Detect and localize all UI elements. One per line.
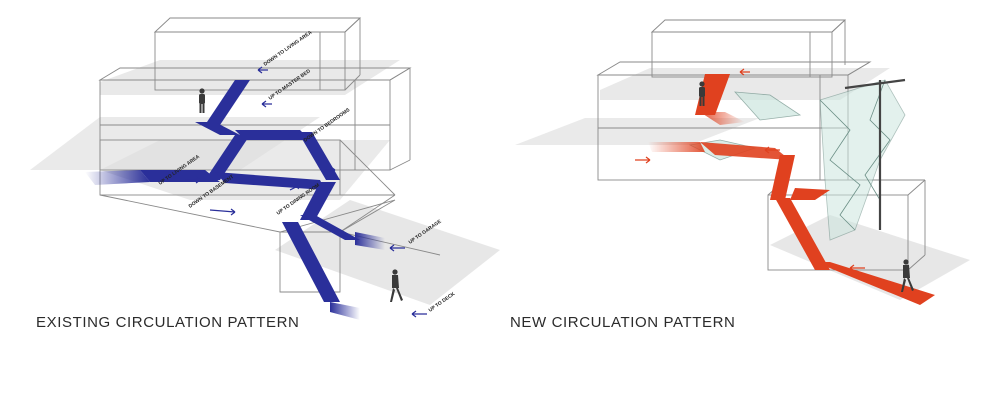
new-stair-lower	[775, 198, 830, 270]
existing-arrows	[185, 66, 427, 318]
path-fade-bottom	[330, 302, 360, 320]
new-landing-upper	[700, 112, 745, 125]
landing-mid	[215, 172, 325, 190]
new-path-bottom	[815, 262, 935, 305]
stair-bottom	[282, 222, 340, 302]
new-deck-plane	[770, 215, 970, 300]
new-circulation-path	[648, 74, 935, 305]
new-upper-plane	[600, 68, 890, 100]
new-ground-plane	[515, 118, 760, 145]
new-person-upper	[699, 81, 705, 106]
landing-bridge	[235, 130, 310, 140]
new-landing-side	[790, 188, 830, 200]
caption-new: NEW CIRCULATION PATTERN	[510, 314, 736, 331]
stair-upper	[205, 80, 250, 125]
new-arrows	[635, 68, 865, 272]
arrow-up-garage	[389, 244, 405, 252]
new-arrow-left	[635, 156, 651, 164]
person-figures-new	[699, 81, 914, 292]
new-arrow-top	[739, 68, 750, 76]
existing-circulation-path	[85, 80, 385, 320]
stair-mid-left	[205, 135, 250, 180]
new-building	[515, 19, 970, 300]
arrow-down-bedrooms	[325, 166, 336, 174]
new-arrow-mid	[764, 146, 780, 154]
caption-existing: EXISTING CIRCULATION PATTERN	[36, 314, 300, 331]
path-fade-left	[85, 170, 150, 185]
landing-lower	[300, 215, 360, 240]
arrow-up-living	[185, 176, 201, 184]
new-arrow-bottom	[849, 264, 865, 272]
new-person-walking	[901, 259, 914, 292]
stair-lower	[300, 182, 336, 220]
arrow-up-dining	[289, 183, 301, 191]
new-landing-mid	[700, 142, 790, 160]
new-stair-mid	[770, 155, 795, 200]
path-fade-right	[355, 232, 385, 250]
stair-mid-right	[298, 132, 340, 180]
upper-floor-plane	[100, 60, 400, 95]
arrow-up-master	[261, 100, 272, 108]
person-figure-upper	[199, 88, 205, 113]
arrow-down-basement	[209, 208, 236, 216]
person-figure-walking	[390, 269, 403, 302]
person-figures-existing	[199, 88, 403, 302]
new-fade-left	[648, 142, 705, 152]
arrow-down-living	[257, 66, 268, 74]
arrow-up-deck	[411, 310, 427, 318]
landing-upper	[195, 122, 240, 135]
landing-left	[140, 170, 220, 182]
